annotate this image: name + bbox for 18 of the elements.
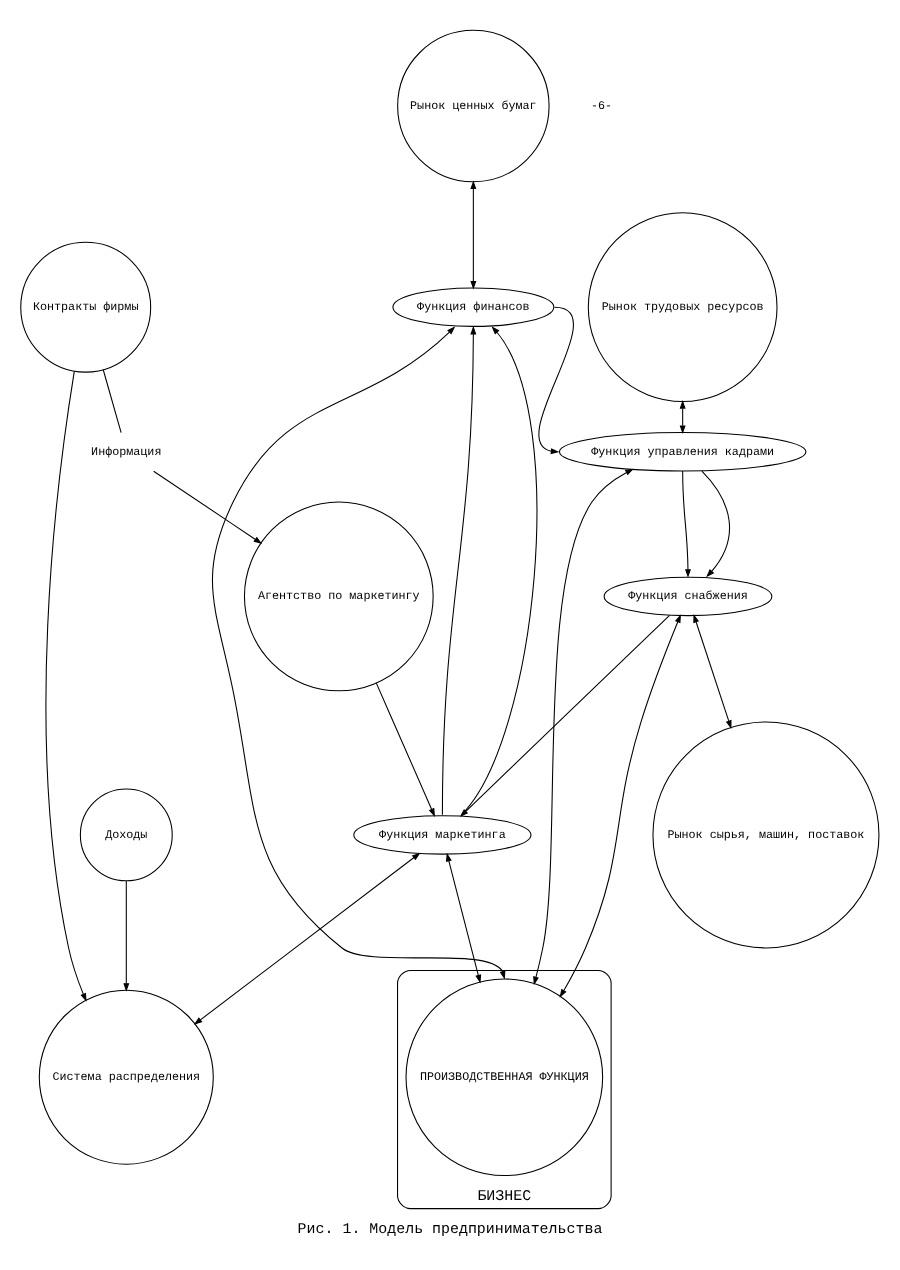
arrow xyxy=(693,613,732,728)
arrow xyxy=(470,179,477,289)
arrow xyxy=(375,681,435,816)
arrow xyxy=(701,469,731,577)
arrow xyxy=(441,324,477,815)
arrow xyxy=(446,851,482,983)
arrow xyxy=(45,369,87,1001)
arrow xyxy=(533,467,634,985)
arrow xyxy=(123,879,130,991)
arrow xyxy=(538,305,574,454)
arrow xyxy=(153,469,263,543)
arrow xyxy=(461,325,538,815)
arrow xyxy=(193,851,421,1024)
arrow xyxy=(211,325,506,979)
arrow xyxy=(559,613,681,997)
arrow xyxy=(682,469,691,577)
connector xyxy=(102,368,122,433)
arrow xyxy=(459,613,671,816)
